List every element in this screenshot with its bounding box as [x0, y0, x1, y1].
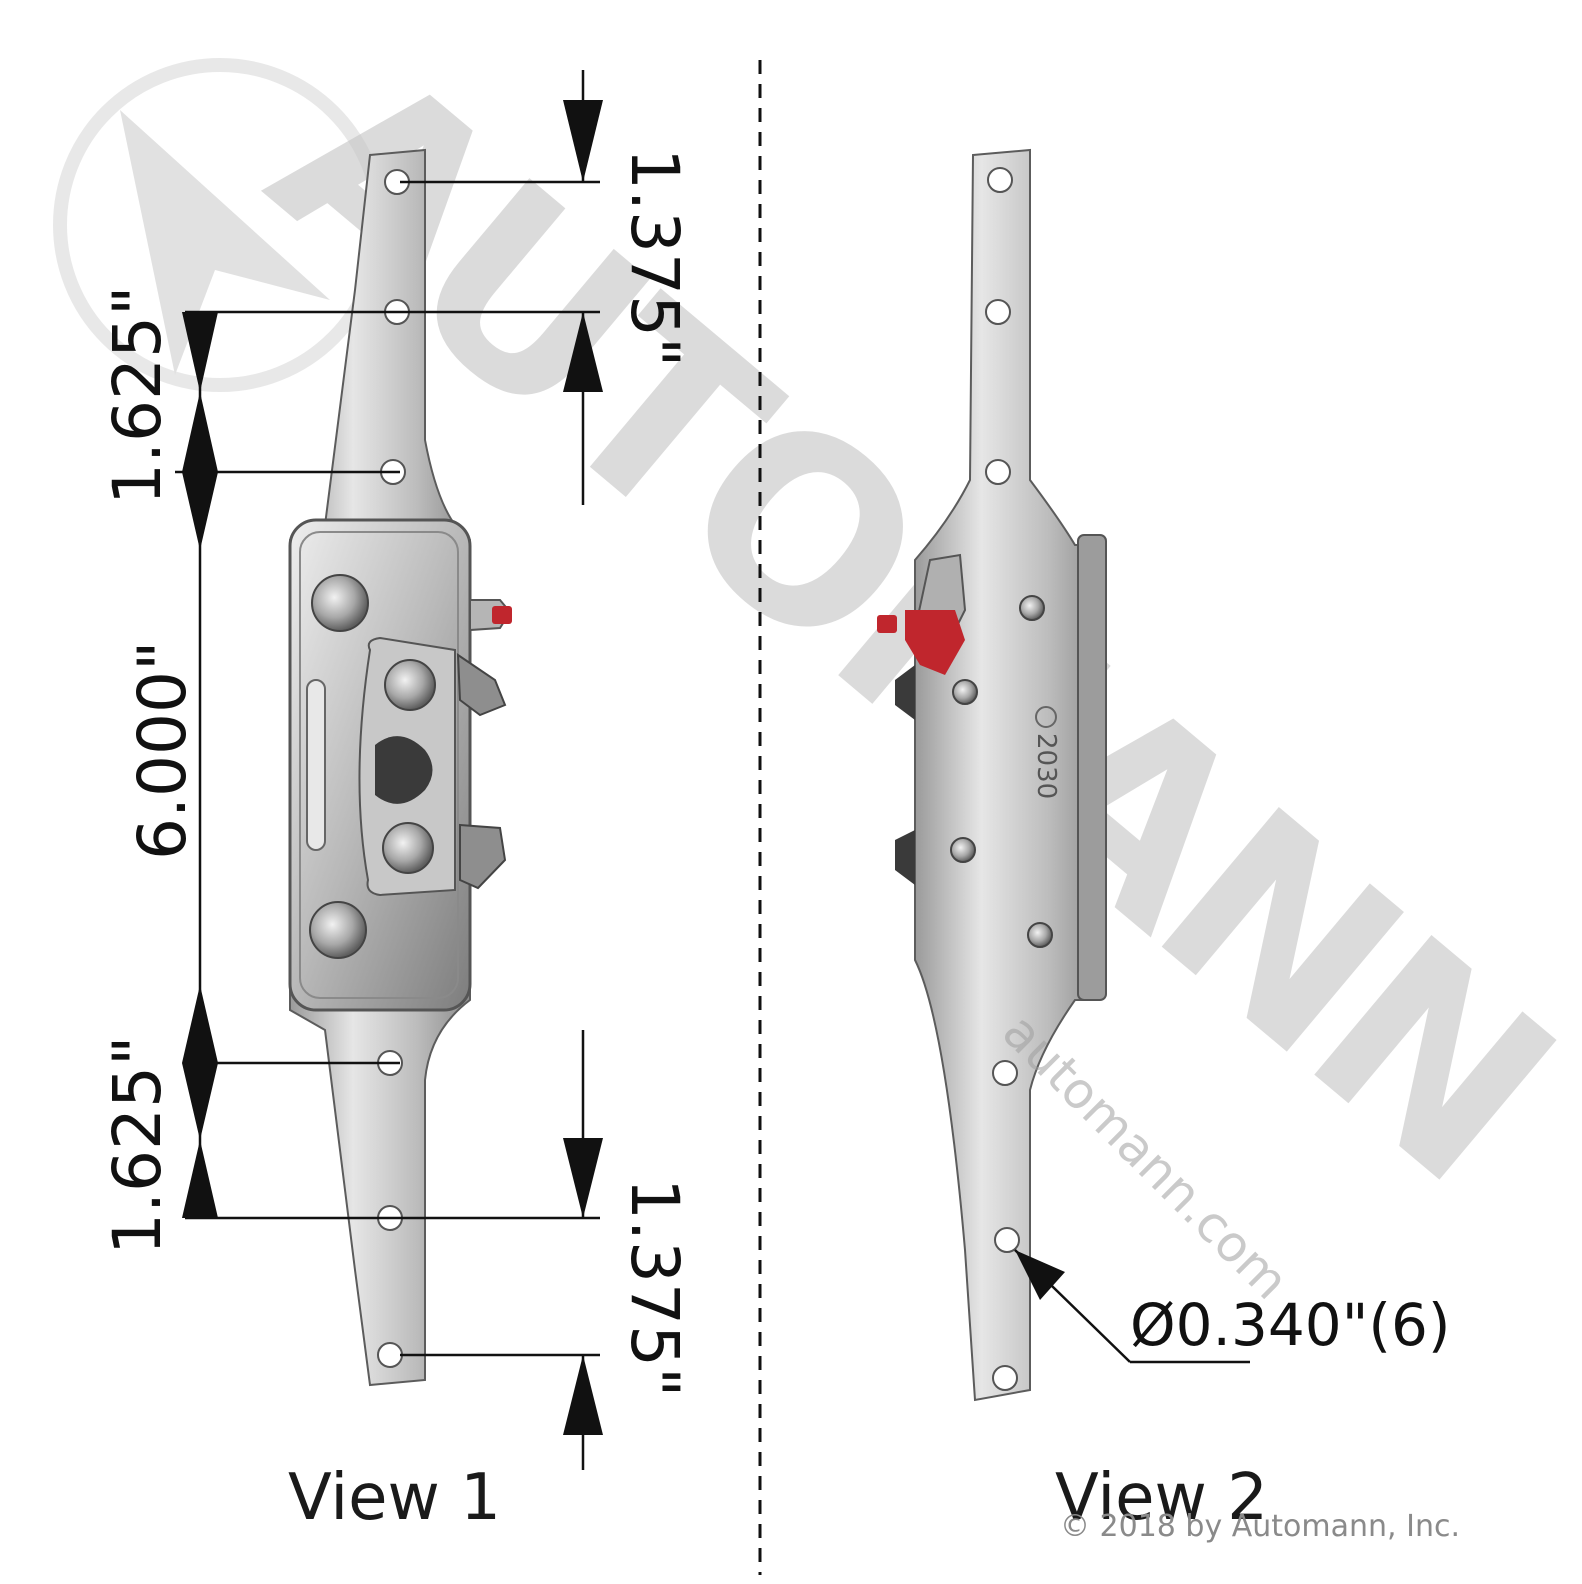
latch-view-2: 2030: [877, 148, 1107, 1402]
dim-bottom-spacing-text: 1.375": [616, 1178, 693, 1397]
slot: [306, 679, 326, 851]
screws: [950, 595, 1053, 948]
dim-center-text: 6.000": [124, 641, 201, 860]
dim-label-lower-side: 1.625": [99, 1036, 176, 1255]
view-1-label: View 1: [288, 1461, 501, 1535]
view-2-label: View 2: [1055, 1461, 1268, 1535]
part-marking-text: 2030: [1031, 733, 1061, 799]
upper-hook: [456, 653, 507, 717]
mounting-strap: [914, 148, 1106, 1402]
dim-top-spacing-text: 1.375": [616, 148, 693, 367]
rivet: [309, 901, 367, 959]
copyright-text: © 2018 by Automann, Inc.: [1060, 1509, 1461, 1544]
lower-hook: [459, 823, 507, 890]
latch-view-1: [288, 148, 512, 1387]
part-marking: 2030: [1031, 706, 1061, 799]
release-button-red: [492, 606, 512, 624]
hole-callout-text: Ø0.340"(6): [1130, 1291, 1451, 1359]
latch-jaw: [375, 736, 433, 804]
release-lever-red: [905, 610, 965, 675]
dimension-arrowheads: [182, 100, 603, 1435]
hole-callout: Ø0.340"(6): [1014, 1249, 1451, 1364]
dim-label-top-spacing: 1.375": [616, 148, 693, 367]
dim-label-upper-side: 1.625": [99, 286, 176, 505]
mounting-holes: [985, 167, 1020, 1391]
rivet: [382, 822, 434, 874]
dim-upper-side-text: 1.625": [99, 286, 176, 505]
rivet: [384, 659, 436, 711]
rivet: [311, 574, 369, 632]
dim-label-center: 6.000": [124, 641, 201, 860]
dim-lower-side-text: 1.625": [99, 1036, 176, 1255]
dim-label-bottom-spacing: 1.375": [616, 1178, 693, 1397]
